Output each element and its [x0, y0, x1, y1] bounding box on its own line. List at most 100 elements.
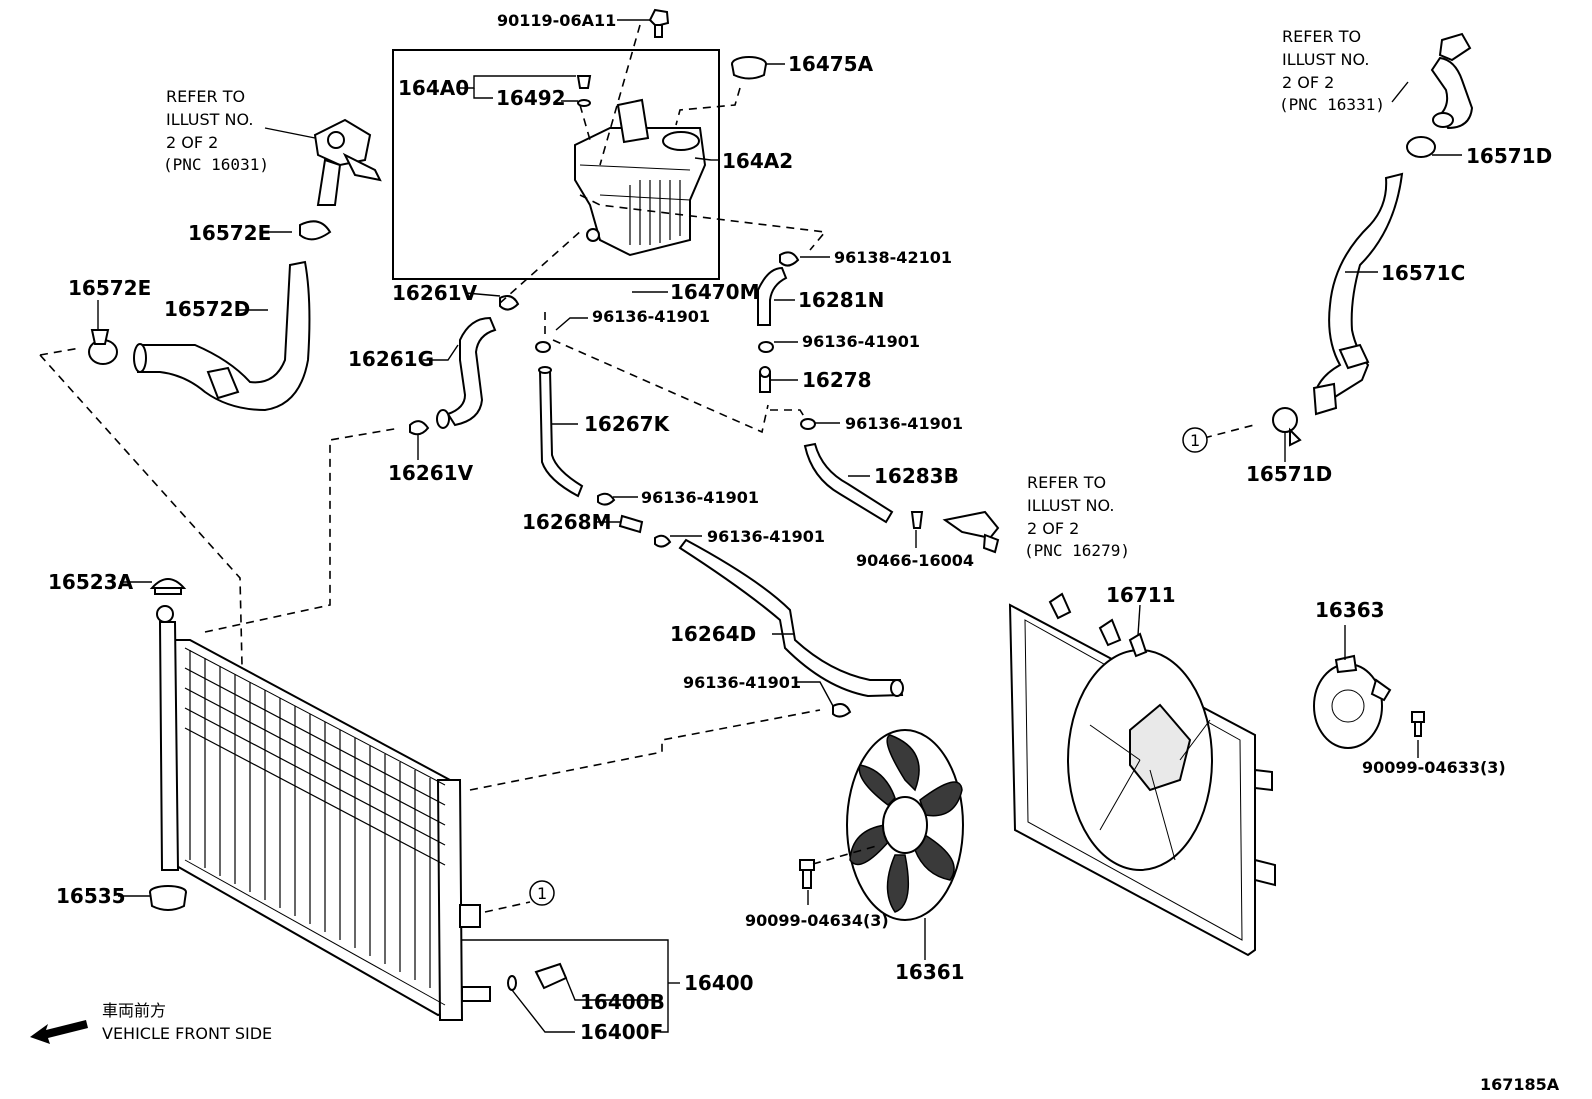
water-outlet-left — [313, 118, 382, 206]
label-96136-41901-e: 96136-41901 — [707, 527, 825, 546]
clamp-96136-a — [758, 341, 774, 353]
bolt-90119 — [648, 8, 670, 38]
radiator-16400 — [156, 605, 491, 1021]
label-96136-41901-a: 96136-41901 — [592, 307, 710, 326]
refer-note-16031: REFER TO ILLUST NO. 2 OF 2 (PNC 16031) — [163, 87, 269, 174]
drain-cock-16400b — [507, 962, 568, 991]
circle-marker-text: 1 — [1190, 431, 1200, 450]
refer-note-line: 2 OF 2 — [166, 133, 218, 152]
label-164a0: 164A0 — [398, 76, 469, 100]
label-16572e-left: 16572E — [68, 276, 151, 300]
fan-16361 — [846, 729, 964, 921]
label-16571d-top: 16571D — [1466, 144, 1552, 168]
label-16400b: 16400B — [580, 990, 665, 1014]
hose-16261g — [436, 316, 497, 429]
clamp-96136-e1 — [597, 492, 616, 506]
bushing-16535 — [149, 885, 187, 911]
screw-90099-04633 — [1411, 711, 1425, 737]
refer-note-line: (PNC 16331) — [1279, 95, 1385, 114]
label-16361: 16361 — [895, 960, 965, 984]
clamp-16571d-bot — [1272, 407, 1302, 447]
label-90099-04633: 90099-04633(3) — [1362, 758, 1506, 777]
refer-note-16331: REFER TO ILLUST NO. 2 OF 2 (PNC 16331) — [1279, 27, 1385, 114]
hose-16264d — [678, 538, 904, 698]
label-16363: 16363 — [1315, 598, 1385, 622]
refer-note-line: 2 OF 2 — [1027, 519, 1079, 538]
label-164a2: 164A2 — [722, 149, 793, 173]
refer-note-line: 2 OF 2 — [1282, 73, 1334, 92]
circle-marker-left: 1 — [529, 880, 555, 906]
refer-note-line: ILLUST NO. — [1027, 496, 1114, 515]
label-16572d: 16572D — [164, 297, 250, 321]
label-16470m: 16470M — [670, 280, 759, 304]
front-arrow-icon — [30, 1020, 88, 1044]
fan-shroud-16711 — [1008, 592, 1276, 957]
leader-lines — [97, 19, 1462, 1033]
refer-note-line: ILLUST NO. — [166, 110, 253, 129]
refer-note-line: ILLUST NO. — [1282, 50, 1369, 69]
label-90119-06a11: 90119-06A11 — [497, 11, 616, 30]
label-16523a: 16523A — [48, 570, 134, 594]
refer-note-line: (PNC 16031) — [163, 155, 269, 174]
clamp-96136-f — [832, 703, 852, 718]
clamp-96136-c — [800, 418, 816, 430]
diagram-id: 167185A — [1480, 1075, 1560, 1094]
fan-motor-16363 — [1313, 654, 1392, 749]
label-16571d-bot: 16571D — [1246, 462, 1332, 486]
sensor-16279 — [942, 510, 1000, 554]
front-label-japanese: 車両前方 — [102, 1001, 166, 1020]
label-96138-42101: 96138-42101 — [834, 248, 952, 267]
label-90466-16004: 90466-16004 — [856, 551, 974, 570]
fitting-16268m — [618, 514, 644, 534]
refer-note-line: REFER TO — [166, 87, 245, 106]
label-16268m: 16268M — [522, 510, 611, 534]
radiator-cap-16523a — [149, 578, 187, 595]
valve-16278 — [759, 366, 771, 393]
screw-90099-04634 — [799, 859, 815, 889]
label-96136-41901-b: 96136-41901 — [802, 332, 920, 351]
clamp-16571d-top — [1406, 136, 1436, 158]
label-16261g: 16261G — [348, 347, 434, 371]
label-16475a: 16475A — [788, 52, 874, 76]
front-label-english: VEHICLE FRONT SIDE — [102, 1024, 272, 1043]
hose-16571c — [1312, 172, 1404, 416]
label-16571c: 16571C — [1381, 261, 1465, 285]
clamp-96136-e2 — [654, 534, 672, 548]
refer-note-line: (PNC 16279) — [1024, 541, 1130, 560]
label-90099-04634: 90099-04634(3) — [745, 911, 889, 930]
label-16278: 16278 — [802, 368, 872, 392]
label-16264d: 16264D — [670, 622, 756, 646]
label-16283b: 16283B — [874, 464, 959, 488]
label-96136-41901-d: 96136-41901 — [641, 488, 759, 507]
circle-marker-text: 1 — [537, 884, 547, 903]
reservoir-cap — [731, 56, 767, 80]
label-96136-41901-c: 96136-41901 — [845, 414, 963, 433]
reservoir-group-box — [392, 49, 720, 280]
label-16492: 16492 — [496, 86, 566, 110]
circle-marker-right: 1 — [1182, 427, 1208, 453]
plug-164a0 — [576, 75, 592, 107]
clamp-16261v-bot — [409, 420, 430, 436]
label-16400f: 16400F — [580, 1020, 663, 1044]
label-16535: 16535 — [56, 884, 126, 908]
hose-16572d — [133, 260, 311, 412]
label-16711: 16711 — [1106, 583, 1176, 607]
label-16572e-top: 16572E — [188, 221, 271, 245]
hose-16281n — [757, 266, 788, 326]
label-96136-41901-f: 96136-41901 — [683, 673, 801, 692]
clamp-16572e-top — [299, 220, 332, 241]
clamp-16572e-left — [88, 329, 118, 365]
connection-lines — [39, 24, 1255, 913]
reservoir-tank — [574, 98, 707, 257]
hose-16267k — [538, 366, 584, 498]
clamp-96138 — [779, 251, 800, 267]
label-16261v-bot: 16261V — [388, 461, 474, 485]
clamp-16261v-top — [499, 295, 520, 311]
refer-note-line: REFER TO — [1027, 473, 1106, 492]
clip-90466 — [910, 511, 924, 529]
label-16400: 16400 — [684, 971, 754, 995]
clamp-96136-d1 — [535, 341, 551, 353]
refer-note-line: REFER TO — [1282, 27, 1361, 46]
water-outlet-right — [1430, 32, 1474, 130]
